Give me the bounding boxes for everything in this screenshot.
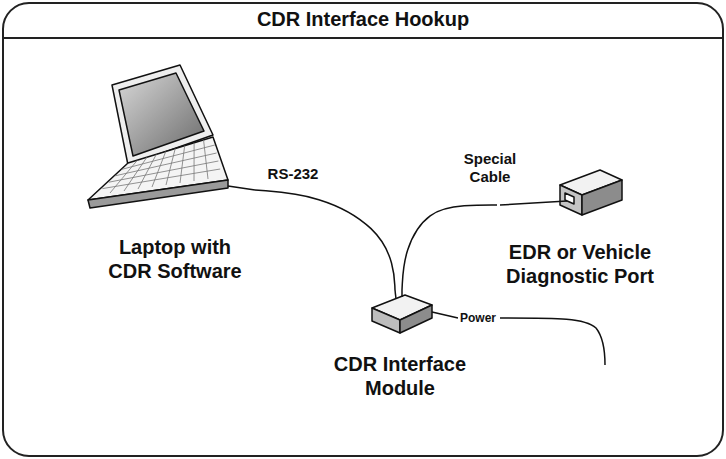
laptop-icon	[88, 65, 228, 208]
node-label: CDR Interface Module	[325, 352, 475, 400]
diagram-title: CDR Interface Hookup	[3, 6, 723, 32]
cable	[402, 205, 497, 290]
node-label: Laptop with CDR Software	[100, 235, 250, 283]
cable-label: Special Cable	[455, 150, 525, 186]
power-label: Power	[458, 311, 498, 325]
cable	[255, 190, 395, 290]
laptop-node: Laptop with CDR Software	[95, 75, 255, 283]
interface-module-node: CDR Interface Module	[320, 290, 480, 400]
outer-frame	[3, 3, 723, 456]
cable-label: RS-232	[262, 165, 324, 183]
title-rule	[3, 37, 723, 39]
diagnostic-port-icon	[560, 170, 622, 215]
node-label: EDR or Vehicle Diagnostic Port	[501, 240, 659, 288]
interface-module-icon	[372, 295, 432, 333]
